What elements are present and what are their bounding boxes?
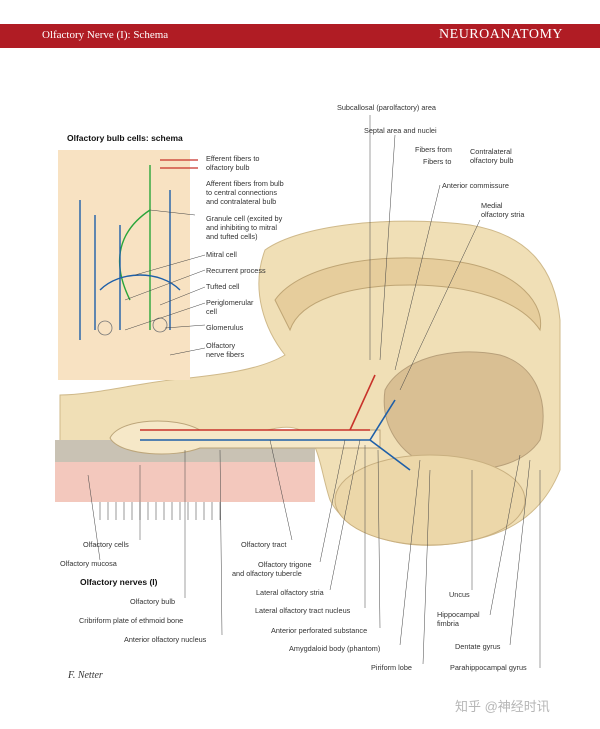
artist-signature: F. Netter [68,670,103,681]
brand-title: NEUROANATOMY [439,27,563,42]
label-medial-stria-1: Medial [481,201,503,210]
label-efferent-1: Efferent fibers to [206,154,260,163]
label-olfactory-tract: Olfactory tract [241,540,287,549]
label-afferent-1: Afferent fibers from bulb [206,179,284,188]
label-medial-stria-2: olfactory stria [481,210,525,219]
label-mitral: Mitral cell [206,250,237,259]
label-trigone-1: Olfactory trigone [258,560,312,569]
label-afferent-3: and contralateral bulb [206,197,277,206]
label-olfactory-mucosa: Olfactory mucosa [60,559,117,568]
label-olfactory-cells: Olfactory cells [83,540,129,549]
label-granule-1: Granule cell (excited by [206,214,283,223]
inset-title: Olfactory bulb cells: schema [67,133,183,143]
label-subcallosal: Subcallosal (parolfactory) area [337,103,436,112]
label-cribriform: Cribriform plate of ethmoid bone [79,616,184,625]
label-lateral-stria: Lateral olfactory stria [256,588,324,597]
label-olfactory-fibers-2: nerve fibers [206,350,245,359]
label-fibers-from: Fibers from [415,145,452,154]
label-dentate: Dentate gyrus [455,642,501,651]
label-amygdaloid: Amygdaloid body (phantom) [289,644,381,653]
section-title: Olfactory Nerve (I): Schema [42,29,169,41]
label-efferent-2: olfactory bulb [206,163,250,172]
temporal-lobe [334,454,526,546]
label-tufted: Tufted cell [206,282,240,291]
label-trigone-2: and olfactory tubercle [232,569,302,578]
label-contralateral-bulb: olfactory bulb [470,156,514,165]
label-uncus: Uncus [449,590,470,599]
label-parahippocampal: Parahippocampal gyrus [450,663,527,672]
label-granule-3: and tufted cells) [206,232,258,241]
label-contralateral: Contralateral [470,147,512,156]
label-hippocampal-1: Hippocampal [437,610,480,619]
label-anterior-olfactory-nucleus: Anterior olfactory nucleus [124,635,207,644]
label-fibers-to: Fibers to [423,157,452,166]
label-anterior-perforated: Anterior perforated substance [271,626,368,635]
label-olfactory-nerves: Olfactory nerves (I) [80,577,158,587]
label-periglomerular-1: Periglomerular [206,298,254,307]
label-olfactory-bulb: Olfactory bulb [130,597,176,606]
label-granule-2: and inhibiting to mitral [206,223,277,232]
label-glomerulus: Glomerulus [206,323,244,332]
page-header: Olfactory Nerve (I): Schema NEUROANATOMY [0,24,600,48]
label-olfactory-fibers-1: Olfactory [206,341,236,350]
label-lateral-tract-nucleus: Lateral olfactory tract nucleus [255,606,351,615]
label-hippocampal-2: fimbria [437,619,459,628]
thalamus-region [383,351,544,471]
watermark-text: 知乎 @神经时讯 [455,699,550,714]
glomerulus-left [97,320,113,336]
label-anterior-commissure: Anterior commissure [442,181,509,190]
label-recurrent: Recurrent process [206,266,266,275]
label-septal: Septal area and nuclei [364,126,437,135]
label-periglomerular-2: cell [206,307,217,316]
label-afferent-2: to central connections [206,188,277,197]
label-piriform: Piriform lobe [371,663,412,672]
